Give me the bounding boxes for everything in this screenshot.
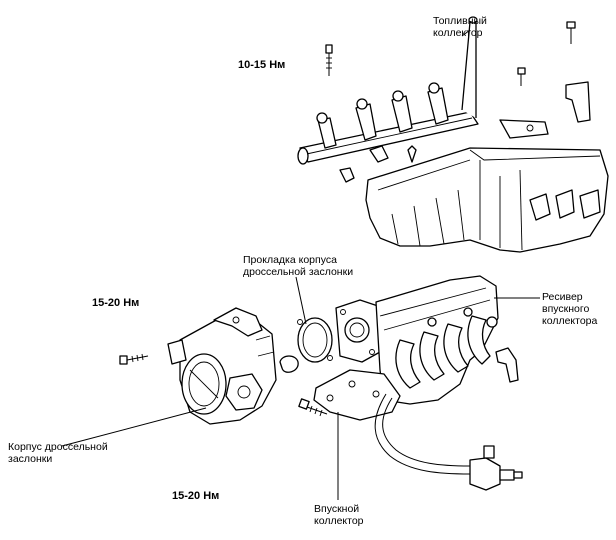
intake-manifold-assembly <box>313 275 519 421</box>
label-fuel-rail: Топливный коллектор <box>433 15 487 39</box>
label-throttle-body: Корпус дроссельной заслонки <box>8 441 108 465</box>
throttle-body-gasket <box>297 317 333 363</box>
fuel-rail-bolt <box>325 44 333 76</box>
hose-clamp <box>279 355 299 373</box>
manifold-bolt <box>298 398 328 417</box>
svg-text:дроссельной заслонки: дроссельной заслонки <box>243 266 353 278</box>
svg-text:Прокладка корпуса: Прокладка корпуса <box>243 254 337 266</box>
vacuum-hose <box>374 393 523 491</box>
svg-text:заслонки: заслонки <box>8 453 52 465</box>
label-intake-manifold: Впускной коллектор <box>314 503 364 527</box>
svg-text:Ресивер: Ресивер <box>542 291 583 303</box>
upper-intake-cover <box>365 147 609 253</box>
svg-text:коллектор: коллектор <box>314 515 364 527</box>
svg-text:коллектора: коллектора <box>542 315 597 327</box>
fuel-rail <box>297 16 479 183</box>
throttle-body-bolt <box>119 353 149 365</box>
leader-lines <box>61 29 540 500</box>
svg-text:Впускной: Впускной <box>314 503 359 515</box>
label-throttle-body-gasket: Прокладка корпуса дроссельной заслонки <box>243 254 353 278</box>
svg-text:коллектор: коллектор <box>433 27 483 39</box>
bracket-bolts <box>407 21 591 163</box>
throttle-body <box>167 307 277 425</box>
svg-text:Корпус дроссельной: Корпус дроссельной <box>8 441 108 453</box>
torque-manifold-bolt: 15-20 Нм <box>172 490 219 502</box>
svg-text:впускного: впускного <box>542 303 589 315</box>
svg-text:Топливный: Топливный <box>433 15 487 27</box>
torque-fuel-rail-bolt: 10-15 Нм <box>238 59 285 71</box>
torque-throttle-body-bolt: 15-20 Нм <box>92 297 139 309</box>
label-plenum: Ресивер впускного коллектора <box>542 291 597 327</box>
